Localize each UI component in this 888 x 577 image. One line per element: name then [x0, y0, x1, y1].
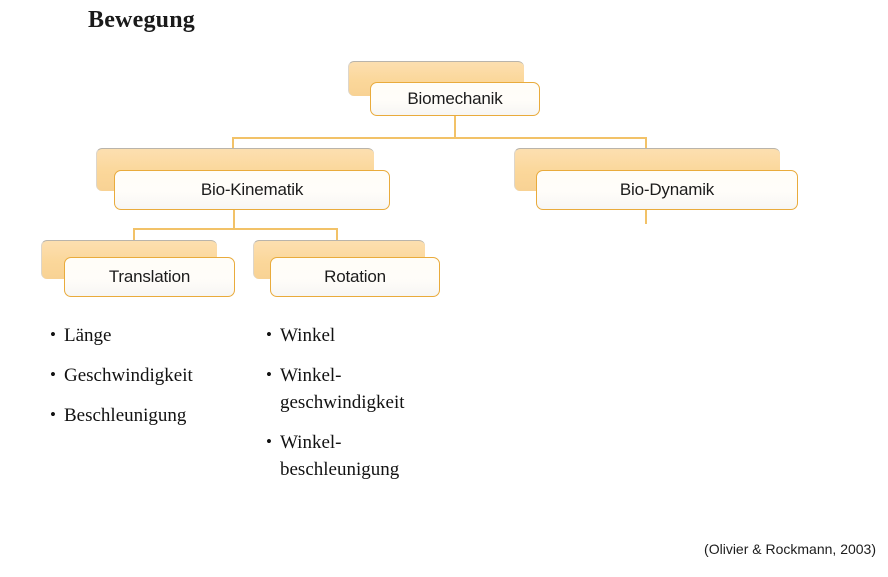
list-item-label: Winkel- geschwindigkeit [280, 363, 405, 417]
node-translation[interactable]: Translation [41, 240, 235, 297]
list-translation: • Länge • Geschwindigkeit • Beschleunigu… [50, 323, 250, 430]
list-item-label: Winkel- beschleunigung [280, 430, 399, 484]
list-item-label: Winkel [280, 323, 335, 350]
list-rotation: • Winkel • Winkel- geschwindigkeit • Win… [266, 323, 466, 484]
connector-level1-bar [232, 137, 646, 139]
node-bio-kinematik-label: Bio-Kinematik [200, 180, 304, 199]
bullet-glyph: • [266, 431, 272, 451]
list-item-line: Winkel- [280, 431, 342, 453]
bullet-glyph: • [266, 325, 272, 344]
connector-biomechanik-stem [454, 113, 456, 138]
list-item: • Geschwindigkeit [50, 363, 250, 390]
bullet-glyph: • [266, 364, 272, 384]
connector-level2-bar [133, 228, 337, 230]
list-item-line: Winkel [280, 325, 336, 346]
node-rotation[interactable]: Rotation [253, 240, 440, 297]
node-bio-dynamik[interactable]: Bio-Dynamik [514, 148, 798, 210]
list-item-label: Beschleunigung [64, 404, 187, 426]
list-item: • Winkel- geschwindigkeit [266, 363, 466, 417]
list-item: • Winkel [266, 323, 466, 350]
list-item: • Winkel- beschleunigung [266, 430, 466, 484]
node-translation-card[interactable]: Translation [64, 257, 235, 297]
list-item-line: geschwindigkeit [280, 391, 405, 413]
node-rotation-label: Rotation [324, 267, 386, 286]
connector-to-translation [133, 228, 135, 242]
node-bio-kinematik-card[interactable]: Bio-Kinematik [114, 170, 390, 210]
connector-bio-dynamik-stub [645, 204, 647, 224]
list-item-line: beschleunigung [280, 458, 400, 480]
list-item: • Länge [50, 323, 250, 350]
bullet-glyph: • [50, 404, 56, 424]
node-bio-dynamik-label: Bio-Dynamik [619, 180, 715, 199]
list-item-label: Länge [64, 325, 112, 346]
citation-text: (Olivier & Rockmann, 2003) [704, 541, 876, 557]
list-item-line: Winkel- [280, 364, 342, 386]
node-bio-kinematik[interactable]: Bio-Kinematik [96, 148, 392, 210]
node-biomechanik-label: Biomechanik [407, 89, 503, 108]
node-bio-dynamik-card[interactable]: Bio-Dynamik [536, 170, 798, 210]
bullet-glyph: • [50, 325, 56, 344]
list-item-label: Geschwindigkeit [64, 364, 193, 386]
connector-bio-kinematik-stem [233, 204, 235, 229]
bullet-glyph: • [50, 364, 56, 384]
node-biomechanik-card[interactable]: Biomechanik [370, 82, 540, 116]
node-rotation-card[interactable]: Rotation [270, 257, 440, 297]
page-title: Bewegung [88, 7, 195, 33]
node-biomechanik[interactable]: Biomechanik [348, 61, 542, 116]
node-translation-label: Translation [108, 267, 191, 286]
connector-to-rotation [336, 228, 338, 242]
list-item: • Beschleunigung [50, 403, 250, 430]
